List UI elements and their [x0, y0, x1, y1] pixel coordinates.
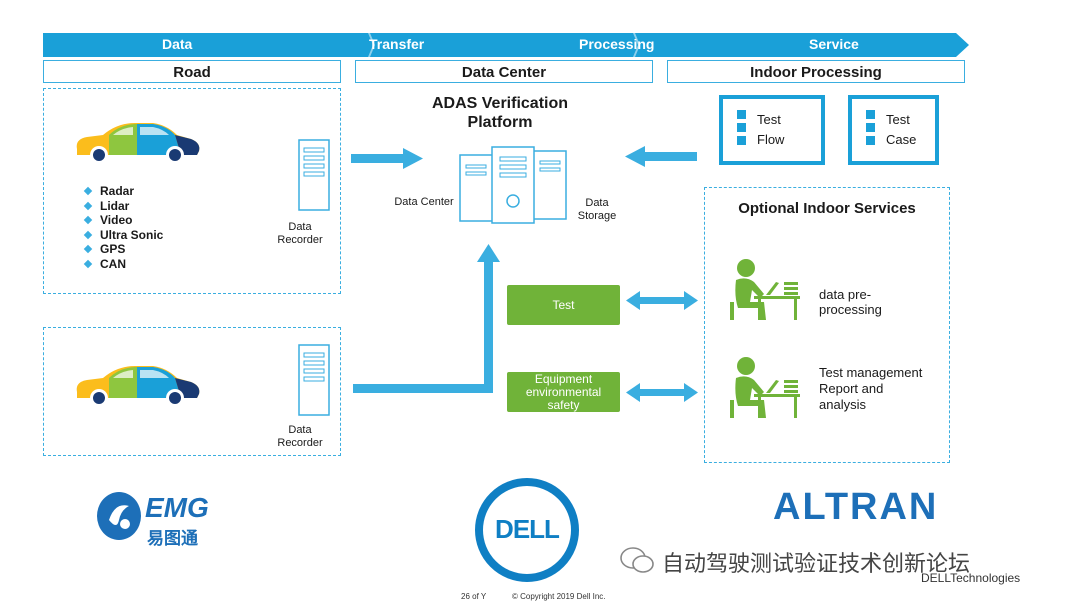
copyright: © Copyright 2019 Dell Inc. [512, 592, 606, 601]
service-test-management: Test management Report and analysis [819, 365, 923, 412]
column-header-indoor-processing: Indoor Processing [667, 60, 965, 83]
banner-service-label: Service [809, 36, 859, 52]
equipment-safety-box: Equipment environmental safety [507, 372, 620, 412]
banner-transfer-label: Transfer [369, 36, 425, 52]
data-recorder-icon [298, 139, 330, 211]
data-center-label: Data Center [394, 196, 454, 208]
server-cluster-icon [459, 146, 567, 224]
road-panel-1 [43, 88, 341, 294]
sensor-list: Radar Lidar Video Ultra Sonic GPS CAN [82, 184, 163, 271]
car-icon [76, 123, 200, 164]
banner-processing-label: Processing [579, 36, 655, 52]
dell-logo-text: DELL [495, 514, 560, 544]
platform-title: ADAS Verification Platform [431, 95, 569, 131]
emg-logo-text: EMG [145, 492, 209, 523]
test-case-label: Test Case [886, 112, 917, 147]
test-flow-box: Test Flow [719, 95, 825, 165]
data-storage-label: Data Storage [577, 197, 617, 222]
worker-at-desk-icon [730, 259, 800, 320]
car-icon [76, 366, 200, 407]
altran-logo: ALTRAN [773, 486, 939, 528]
data-recorder-label: Data Recorder [277, 424, 323, 449]
data-recorder-icon [298, 344, 330, 416]
column-header-road: Road [43, 60, 341, 83]
optional-services-panel [704, 187, 950, 463]
dell-logo: DELL [475, 478, 579, 582]
test-case-box: Test Case [848, 95, 939, 165]
sensor-item: GPS [82, 242, 163, 257]
column-header-data-center: Data Center [355, 60, 653, 83]
watermark-text: 自动驾驶测试验证技术创新论坛 [662, 551, 971, 576]
emg-logo-cn: 易图通 [147, 529, 198, 548]
emg-emblem-icon [97, 492, 141, 540]
banner-data-label: Data [162, 36, 193, 52]
wechat-icon [620, 547, 654, 573]
test-box: Test [507, 285, 620, 325]
worker-at-desk-icon [730, 357, 800, 418]
process-banner [43, 33, 969, 57]
sensor-item: Radar [82, 184, 163, 199]
road-panel-2 [43, 327, 341, 456]
emg-logo: EMG 易图通 [95, 490, 235, 548]
optional-services-title: Optional Indoor Services [738, 200, 916, 217]
page-number: 26 of Y [461, 592, 487, 601]
sensor-item: Lidar [82, 199, 163, 214]
data-recorder-label: Data Recorder [277, 221, 323, 246]
sensor-item: Ultra Sonic [82, 228, 163, 243]
service-data-preprocessing: data pre- processing [819, 287, 882, 317]
sensor-item: CAN [82, 257, 163, 272]
dell-technologies-logo: DELLTechnologies [921, 571, 1021, 585]
test-flow-label: Test Flow [757, 112, 785, 147]
sensor-item: Video [82, 213, 163, 228]
